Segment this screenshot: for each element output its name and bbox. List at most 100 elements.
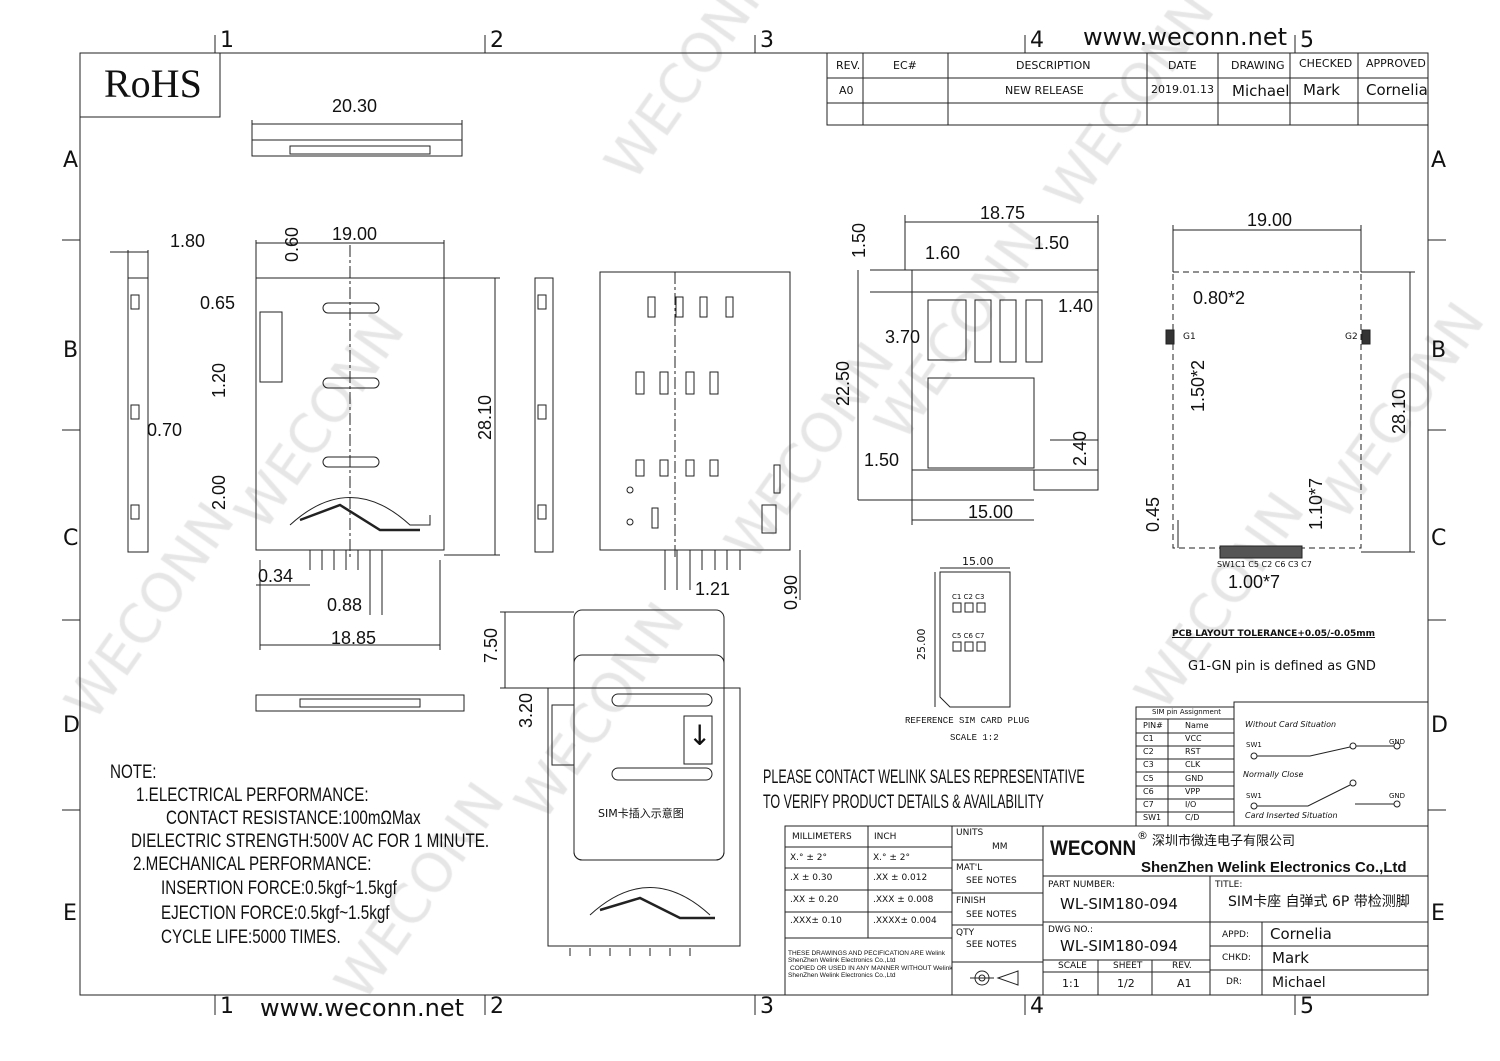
grid-col-4-bottom: 4 xyxy=(1030,994,1044,1019)
approved-header: APPROVED xyxy=(1366,57,1426,70)
pin-number: C1 xyxy=(1143,734,1154,743)
pin-name: VPP xyxy=(1185,786,1201,796)
dim-label: 0.65 xyxy=(200,293,236,313)
grid-ticks xyxy=(62,35,1446,1015)
normally-close-label: Normally Close xyxy=(1243,770,1304,779)
drawing-header: DRAWING xyxy=(1231,59,1285,72)
finish-label: FINISH xyxy=(956,896,986,906)
grid-row-c: C xyxy=(63,526,79,551)
inch-header: INCH xyxy=(874,832,897,842)
disclaimer-line: THESE DRAWINGS AND PECIFICATION ARE Weli… xyxy=(788,950,945,957)
dim-label: 18.75 xyxy=(980,203,1026,223)
chkd-label: CHKD: xyxy=(1222,953,1251,963)
pin-name: RST xyxy=(1185,747,1201,757)
company-name-cn: 深圳市微连电子有限公司 xyxy=(1152,834,1296,849)
title-label: TITLE: xyxy=(1215,880,1243,890)
company-name-en: ShenZhen Welink Electronics Co.,Ltd xyxy=(1141,859,1407,876)
pad-g1-label: G1 xyxy=(1183,332,1196,342)
tol-mm: .XX ± 0.20 xyxy=(790,895,839,905)
rev-label: REV. xyxy=(1172,961,1192,971)
matl-label: MAT'L xyxy=(956,863,983,873)
registered-mark: ® xyxy=(1137,829,1148,842)
note-line: 2.MECHANICAL PERFORMANCE: xyxy=(133,854,372,875)
appd-value: Cornelia xyxy=(1270,925,1332,943)
left-side-view xyxy=(110,250,149,553)
dim-label: 0.88 xyxy=(327,595,363,615)
pad-g2-label: G2 xyxy=(1345,332,1358,342)
units-label: UNITS xyxy=(956,828,984,838)
ref-card-height: 25.00 xyxy=(915,628,928,661)
dim-label: 2.40 xyxy=(1070,430,1090,466)
chkd-value: Mark xyxy=(1272,949,1309,967)
dwg-no-value: WL-SIM180-094 xyxy=(1060,937,1178,955)
gnd-note: G1-GN pin is defined as GND xyxy=(1188,659,1376,674)
part-number-value: WL-SIM180-094 xyxy=(1060,895,1178,913)
dim-label: 28.10 xyxy=(1389,388,1409,434)
back-view xyxy=(599,271,801,600)
pin-number: C7 xyxy=(1143,800,1154,809)
drawing-frame xyxy=(79,52,1429,996)
without-card-label: Without Card Situation xyxy=(1245,720,1337,729)
pin-name: C/D xyxy=(1185,813,1200,823)
sheet-value: 1/2 xyxy=(1117,977,1135,990)
website-top: www.weconn.net xyxy=(1083,23,1288,51)
gnd-label: GND xyxy=(1389,738,1406,746)
website-bottom: www.weconn.net xyxy=(260,994,465,1022)
pin-name: CLK xyxy=(1185,760,1201,770)
dim-label: 19.00 xyxy=(332,224,378,244)
grid-col-4: 4 xyxy=(1030,28,1044,53)
grid-row-a-right: A xyxy=(1431,148,1447,173)
grid-col-1-bottom: 1 xyxy=(220,994,234,1019)
pin-name: VCC xyxy=(1185,734,1202,743)
dwg-no-label: DWG NO.: xyxy=(1048,925,1094,935)
pin-number: SW1 xyxy=(1143,813,1162,823)
grid-col-3: 3 xyxy=(760,28,774,53)
checked-value: Mark xyxy=(1303,81,1340,99)
dim-label: 18.85 xyxy=(331,628,377,648)
revision-table-grid xyxy=(826,52,1429,126)
disclaimer-line: ShenZhen Welink Electronics Co.,Ltd xyxy=(788,972,896,979)
grid-col-1: 1 xyxy=(220,28,234,53)
dim-label: 0.45 xyxy=(1143,496,1163,532)
note-line: INSERTION FORCE:0.5kgf~1.5kgf xyxy=(161,878,397,899)
dim-label: 0.60 xyxy=(282,226,302,262)
dim-label: 1.10*7 xyxy=(1306,477,1326,530)
pin-name: GND xyxy=(1185,773,1204,783)
dim-label: 0.70 xyxy=(147,420,183,440)
dr-value: Michael xyxy=(1272,975,1326,991)
grid-col-2-bottom: 2 xyxy=(490,994,504,1019)
dim-label: 3.20 xyxy=(516,692,536,728)
dim-label: 7.50 xyxy=(481,627,501,663)
dim-label: 1.50 xyxy=(1034,233,1070,253)
dim-label: 0.80*2 xyxy=(1193,288,1246,308)
scale-label: SCALE xyxy=(1058,961,1087,971)
tol-inch: .XXXX± 0.004 xyxy=(873,916,937,926)
dim-label: 15.00 xyxy=(968,502,1014,522)
bottom-view xyxy=(255,694,465,712)
grid-row-a: A xyxy=(63,148,79,173)
dim-label: 1.50*2 xyxy=(1188,359,1208,412)
pcb-layout-view xyxy=(1165,225,1415,559)
description-header: DESCRIPTION xyxy=(1016,59,1091,72)
part-number-label: PART NUMBER: xyxy=(1048,880,1115,890)
name-header: Name xyxy=(1185,721,1209,730)
tol-inch: .XX ± 0.012 xyxy=(873,873,928,883)
note-line: DIELECTRIC STRENGTH:500V AC FOR 1 MINUTE… xyxy=(131,831,490,852)
dim-label: 1.00*7 xyxy=(1228,572,1281,592)
rohs-mark: RoHS xyxy=(104,61,202,106)
dr-label: DR: xyxy=(1226,977,1242,987)
title-block-grid xyxy=(784,825,1429,996)
card-inserted-view xyxy=(500,609,741,956)
mm-header: MILLIMETERS xyxy=(792,832,852,842)
title-value: SIM卡座 自弹式 6P 带检测脚 xyxy=(1228,894,1410,910)
disclaimer-line: COPIED OR USED IN ANY MANNER WITHOUT Wel… xyxy=(790,965,953,972)
dim-label: 1.40 xyxy=(1058,296,1094,316)
grid-row-e-right: E xyxy=(1431,901,1445,926)
qty-value: SEE NOTES xyxy=(966,940,1017,950)
ref-card-scale: SCALE 1:2 xyxy=(950,733,999,743)
tol-inch: .XXX ± 0.008 xyxy=(873,895,934,905)
ref-card-bottom-pins: C5 C6 C7 xyxy=(952,632,985,640)
tol-inch: X.° ± 2° xyxy=(873,853,911,863)
tol-mm: X.° ± 2° xyxy=(790,853,828,863)
